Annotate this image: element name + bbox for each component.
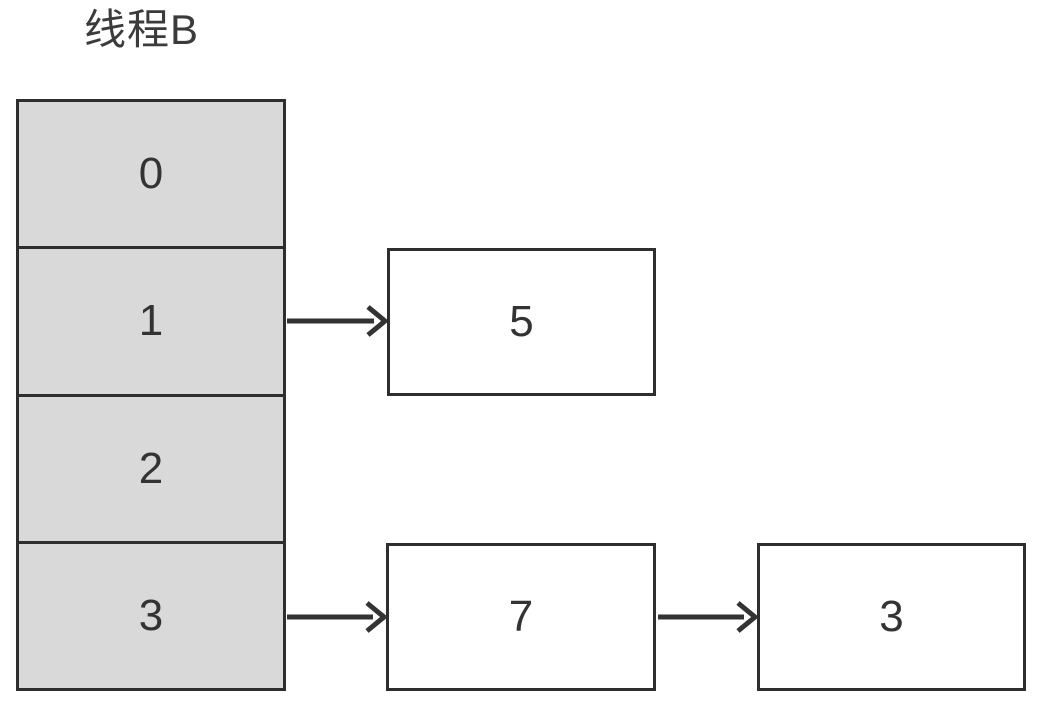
bucket-array: 0 1 2 3 xyxy=(16,99,286,691)
node-5-value: 5 xyxy=(509,297,534,346)
list-node-7: 7 xyxy=(386,543,656,691)
node-3-value: 3 xyxy=(879,592,904,641)
bucket-cell-2: 2 xyxy=(19,393,283,541)
bucket-cell-1: 1 xyxy=(19,246,283,394)
list-node-3: 3 xyxy=(757,543,1026,691)
bucket-cell-0: 0 xyxy=(19,102,283,247)
node-7-value: 7 xyxy=(508,592,534,641)
bucket-label-1: 1 xyxy=(138,296,164,346)
list-node-5: 5 xyxy=(387,248,656,396)
bucket-cell-3: 3 xyxy=(19,540,283,688)
arrow-bucket3-to-node7 xyxy=(287,601,388,633)
bucket-label-2: 2 xyxy=(138,443,164,493)
bucket-label-0: 0 xyxy=(138,149,164,199)
diagram-title: 线程B xyxy=(84,6,200,53)
bucket-label-3: 3 xyxy=(138,590,164,640)
arrow-bucket1-to-node5 xyxy=(287,305,389,337)
arrow-node7-to-node3 xyxy=(658,601,759,633)
